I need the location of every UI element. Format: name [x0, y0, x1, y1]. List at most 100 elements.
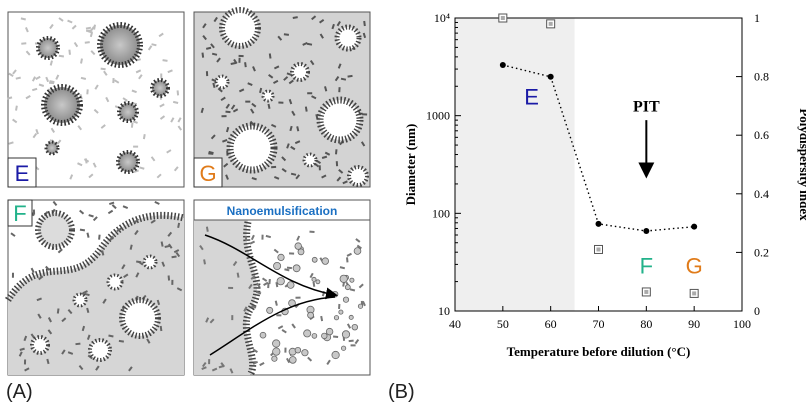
surfactant-stick	[156, 173, 162, 179]
surfactant-stick	[346, 323, 352, 329]
surfactant-stick	[164, 244, 170, 248]
surfactant-stick	[213, 16, 218, 23]
surfactant-stick	[311, 95, 317, 100]
surfactant-stick	[162, 59, 168, 62]
surfactant-stick	[107, 209, 114, 215]
surfactant-stick	[275, 281, 279, 288]
surfactant-stick	[134, 218, 140, 224]
surfactant-stick	[292, 16, 298, 19]
nano-droplet	[351, 324, 358, 331]
surfactant-stick	[105, 96, 110, 103]
surfactant-stick	[32, 133, 38, 139]
surfactant-stick	[177, 222, 181, 229]
nano-droplet	[325, 327, 334, 336]
surfactant-stick	[202, 23, 207, 29]
surfactant-stick	[205, 317, 210, 323]
nano-droplet	[311, 333, 318, 339]
surfactant-stick	[100, 124, 106, 129]
surfactant-stick	[203, 259, 206, 265]
surfactant-stick	[218, 365, 224, 369]
surfactant-stick	[294, 140, 301, 145]
surfactant-stick	[319, 33, 324, 39]
surfactant-stick	[230, 104, 236, 110]
surfactant-stick	[232, 108, 239, 113]
surfactant-stick	[94, 84, 99, 90]
surfactant-stick	[217, 87, 223, 93]
annotation-e: E	[524, 85, 539, 110]
surfactant-stick	[273, 79, 279, 84]
tile-nanoemulsification-title: Nanoemulsification	[227, 204, 338, 218]
surfactant-stick	[129, 244, 133, 250]
surfactant-stick	[56, 308, 60, 314]
surfactant-stick	[98, 234, 101, 240]
surfactant-stick	[75, 342, 81, 346]
surfactant-stick	[123, 273, 129, 279]
surfactant-stick	[56, 139, 62, 145]
nano-droplet	[311, 276, 317, 282]
surfactant-stick	[220, 362, 226, 368]
y-tick-label: 1000	[426, 109, 450, 123]
reverse-droplets	[214, 7, 369, 187]
surfactant-stick	[77, 125, 83, 131]
nano-droplet	[315, 279, 321, 285]
surfactant-stick	[247, 82, 253, 86]
y2-axis-ticks: 00.20.40.60.81	[736, 11, 769, 318]
surfactant-stick	[251, 102, 257, 108]
surfactant-stick	[176, 287, 183, 292]
diameter-point	[691, 223, 698, 230]
surfactant-stick	[101, 250, 105, 256]
surfactant-stick	[281, 167, 287, 173]
surfactant-stick	[311, 15, 317, 21]
surfactant-stick	[295, 174, 301, 180]
surfactant-stick	[286, 143, 290, 149]
nano-droplet	[294, 242, 302, 250]
diameter-point	[499, 62, 506, 69]
surfactant-stick	[167, 69, 173, 74]
surfactant-stick	[84, 41, 90, 44]
nano-droplet	[303, 329, 312, 338]
nano-droplet	[272, 339, 281, 348]
nano-droplet	[297, 248, 305, 256]
panel-a-label: (A)	[6, 381, 33, 403]
surfactant-stick	[281, 156, 287, 162]
surfactant-stick	[58, 54, 65, 58]
surfactant-stick	[268, 53, 272, 59]
surfactant-stick	[261, 277, 268, 282]
tile-e-letter: E	[15, 161, 30, 186]
surfactant-stick	[200, 107, 204, 114]
surfactant-stick	[86, 232, 90, 238]
surfactant-stick	[270, 123, 277, 128]
surfactant-stick	[132, 120, 138, 124]
surfactant-stick	[173, 249, 180, 254]
surfactant-stick	[58, 17, 64, 22]
surfactant-stick	[68, 49, 71, 55]
x-tick-label: 80	[640, 317, 652, 331]
surfactant-stick	[211, 367, 218, 372]
nano-droplet	[342, 296, 350, 303]
pdi-point	[546, 19, 556, 29]
nano-droplet	[301, 349, 309, 357]
surfactant-stick	[321, 174, 327, 179]
surfactant-stick	[45, 76, 50, 83]
surfactant-stick	[362, 32, 367, 39]
surfactant-stick	[100, 67, 106, 71]
pdi-point	[641, 287, 651, 297]
surfactant-stick	[61, 317, 67, 323]
surfactant-stick	[252, 360, 259, 365]
surfactant-stick	[302, 41, 308, 46]
surfactant-stick	[291, 323, 296, 329]
surfactant-stick	[139, 166, 145, 170]
surfactant-stick	[95, 365, 100, 371]
panel-b-label: (B)	[388, 381, 415, 403]
surfactant-stick	[209, 318, 215, 324]
nano-droplet	[286, 281, 295, 289]
surfactant-stick	[347, 74, 353, 78]
annotation-f: F	[640, 253, 653, 278]
surfactant-stick	[77, 162, 83, 167]
surfactant-stick	[296, 235, 301, 241]
surfactant-stick	[167, 231, 173, 237]
surfactant-stick	[291, 110, 296, 116]
pdi-point	[498, 13, 508, 23]
surfactant-stick	[211, 52, 218, 56]
